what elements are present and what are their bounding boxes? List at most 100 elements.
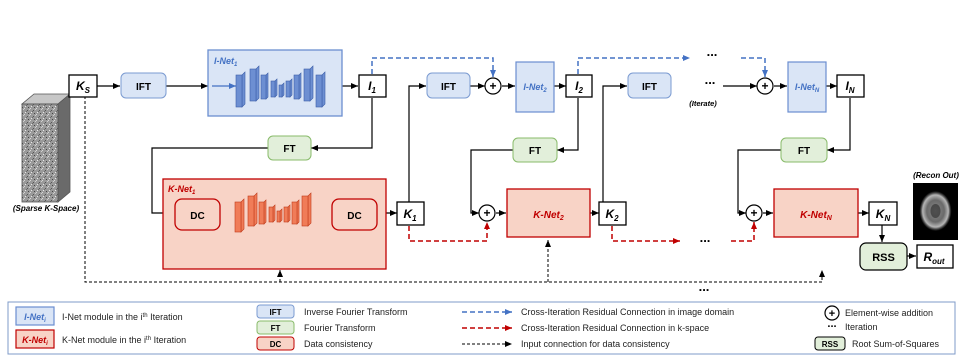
node-ks-letter: K xyxy=(76,79,86,93)
svg-text:FT: FT xyxy=(529,146,541,157)
svg-text:+: + xyxy=(761,79,768,93)
svg-text:I2: I2 xyxy=(575,79,583,95)
plus-node-image-n: + xyxy=(756,77,774,95)
svg-text:FT: FT xyxy=(798,146,810,157)
svg-text:I-Net1: I-Net1 xyxy=(214,56,238,68)
svg-text:K-Net2: K-Net2 xyxy=(533,210,564,222)
legend-knet-text: K-Net module in the i xyxy=(62,335,146,345)
knetn-block: K-NetN xyxy=(773,188,859,238)
legend-plus-text: Element-wise addition xyxy=(845,308,933,318)
legend-dots: ... xyxy=(827,318,836,330)
node-i2: I2 xyxy=(565,74,593,98)
legend-ift-text: Inverse Fourier Transform xyxy=(304,307,408,317)
node-i2-sub: 2 xyxy=(577,86,583,95)
legend-knet-badge: K-Net xyxy=(22,335,47,345)
sparse-kspace-volume xyxy=(20,93,72,203)
inet1-title: I-Net xyxy=(214,56,235,66)
svg-text:RSS: RSS xyxy=(872,252,895,264)
svg-text:K-Neti: K-Neti xyxy=(22,335,48,347)
node-kn-sub: N xyxy=(884,214,890,223)
node-kn: KN xyxy=(868,201,898,226)
ft-block-3: FT xyxy=(780,137,828,163)
legend-dots-text: Iteration xyxy=(845,322,878,332)
svg-text:I-Neti: I-Neti xyxy=(24,312,46,324)
inet2-block: I-Net2 xyxy=(515,61,555,113)
legend-ift-badge: IFT xyxy=(270,308,282,317)
svg-text:K-NetN: K-NetN xyxy=(800,210,833,222)
legend: I-Neti I-Net module in the ith Iteration… xyxy=(7,301,956,355)
inetn-block: I-NetN xyxy=(787,61,827,113)
iterate-label: (Iterate) xyxy=(689,99,717,108)
node-ks-sub: S xyxy=(85,86,91,95)
node-in-sub: N xyxy=(849,86,855,95)
knet1-unet-icon xyxy=(234,192,312,233)
svg-text:IFT: IFT xyxy=(136,82,151,93)
plus-node-kspace-2: + xyxy=(478,204,496,222)
rss-block: RSS xyxy=(859,242,908,271)
ift-block-2: IFT xyxy=(426,72,471,99)
legend-ft-text: Fourier Transform xyxy=(304,323,376,333)
svg-text:KS: KS xyxy=(76,79,91,95)
node-rout-letter: R xyxy=(923,250,932,264)
legend-red-text: Cross-Iteration Residual Connection in k… xyxy=(521,323,709,333)
svg-text:K1: K1 xyxy=(403,207,417,223)
recon-image xyxy=(913,183,958,240)
inet1-module: I-Net1 xyxy=(207,49,343,117)
svg-text:I-NetN: I-NetN xyxy=(795,82,820,94)
recon-label: (Recon Out) xyxy=(913,171,959,180)
legend-ft-badge: FT xyxy=(271,324,281,333)
svg-text:I-Net2: I-Net2 xyxy=(523,82,547,94)
node-in: IN xyxy=(836,74,865,98)
legend-dc-badge: DC xyxy=(270,340,282,349)
node-k1-sub: 1 xyxy=(412,214,417,223)
svg-text:I-Net module in the ith Iterat: I-Net module in the ith Iteration xyxy=(62,312,183,322)
dc-block-2: DC xyxy=(331,198,378,231)
legend-inet-badge: I-Net xyxy=(24,312,45,322)
node-kn-letter: K xyxy=(876,207,886,221)
plus-node-image-2: + xyxy=(484,77,502,95)
svg-text:FT: FT xyxy=(283,144,295,155)
legend-rss-badge: RSS xyxy=(822,340,839,349)
plus-node-kspace-n: + xyxy=(745,204,763,222)
node-i1: I1 xyxy=(358,74,387,98)
legend-black-text: Input connection for data consistency xyxy=(521,339,670,349)
dc-block-1: DC xyxy=(174,198,221,231)
svg-text:IFT: IFT xyxy=(642,82,657,93)
node-rout-sub: out xyxy=(932,257,945,266)
legend-rss-text: Root Sum-of-Squares xyxy=(852,339,940,349)
node-ks: KS xyxy=(68,74,98,98)
legend-dc-text: Data consistency xyxy=(304,339,373,349)
svg-text:+: + xyxy=(750,206,757,220)
node-k1: K1 xyxy=(396,201,425,226)
ift-block-3: IFT xyxy=(627,72,672,99)
svg-text:KN: KN xyxy=(876,207,891,223)
inet1-unet-icon xyxy=(235,65,326,108)
node-rout: Rout xyxy=(916,244,954,269)
node-k2: K2 xyxy=(598,201,627,226)
node-k2-letter: K xyxy=(605,207,615,221)
knet2-block: K-Net2 xyxy=(506,188,591,238)
node-k2-sub: 2 xyxy=(613,214,619,223)
svg-text:DC: DC xyxy=(347,211,361,222)
ft-block-1: FT xyxy=(267,135,312,161)
node-in-letter: I xyxy=(845,79,849,93)
sparse-kspace-label: (Sparse K-Space) xyxy=(13,204,80,213)
ellipsis-top: ... xyxy=(707,44,718,59)
svg-text:K-Net module in the ith Iterat: K-Net module in the ith Iteration xyxy=(62,335,186,345)
node-i2-letter: I xyxy=(575,79,579,93)
ellipsis-mid: ... xyxy=(705,72,716,87)
svg-text:+: + xyxy=(489,79,496,93)
svg-text:DC: DC xyxy=(190,211,204,222)
ft-block-2: FT xyxy=(512,137,558,163)
legend-blue-text: Cross-Iteration Residual Connection in i… xyxy=(521,307,734,317)
svg-text:+: + xyxy=(829,308,835,320)
legend-inet-text: I-Net module in the i xyxy=(62,312,143,322)
node-k1-letter: K xyxy=(403,207,413,221)
svg-text:K-Net1: K-Net1 xyxy=(168,184,196,196)
svg-text:+: + xyxy=(483,206,490,220)
ellipsis-red: ... xyxy=(700,230,711,245)
svg-text:IN: IN xyxy=(845,79,854,95)
svg-text:IFT: IFT xyxy=(441,82,456,93)
node-i1-sub: 1 xyxy=(371,86,376,95)
